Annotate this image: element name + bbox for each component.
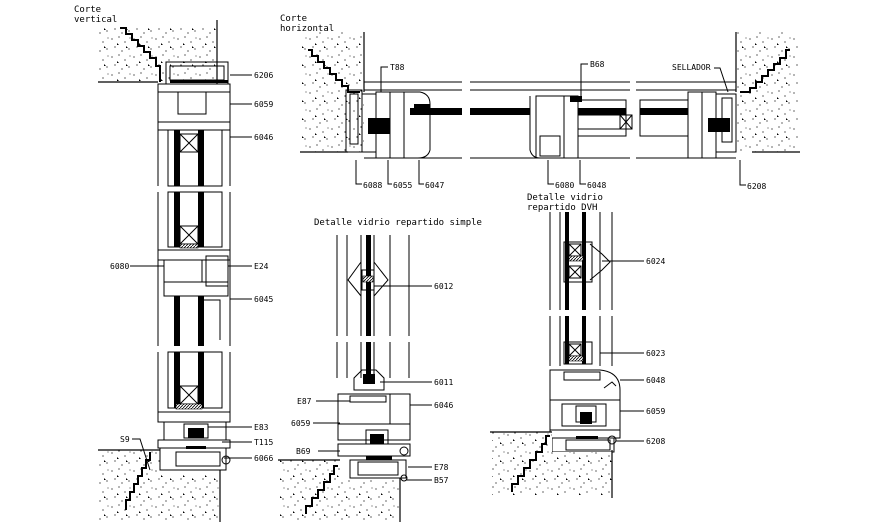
label-horizontal-6047: 6047	[425, 181, 444, 190]
label-horizontal-T88: T88	[390, 63, 405, 72]
meeting-rail	[157, 249, 231, 346]
label-simple-E78: E78	[434, 463, 449, 472]
concrete-wall-top	[98, 20, 218, 84]
label-horizontal-6048: 6048	[587, 181, 606, 190]
label-vertical-6080: 6080	[110, 262, 129, 271]
label-simple-B57: B57	[434, 476, 449, 485]
dvh-title-line1: Detalle vidrio	[527, 193, 603, 203]
label-horizontal-6055: 6055	[393, 181, 412, 190]
label-horizontal-B68: B68	[590, 60, 605, 69]
simple-title: Detalle vidrio repartido simple	[314, 218, 482, 228]
interlock-center	[529, 95, 633, 159]
glass-upper	[157, 129, 231, 187]
glass-horizontal	[364, 81, 736, 159]
concrete-wall-right	[735, 32, 800, 153]
section-simple: Detalle vidrio repartido simple	[278, 218, 482, 522]
label-simple-6011: 6011	[434, 378, 453, 387]
jamb-right	[639, 91, 737, 159]
glass-lower	[157, 296, 231, 412]
dvh-mullion	[549, 212, 613, 366]
label-dvh-6048: 6048	[646, 376, 665, 385]
label-vertical-6046: 6046	[254, 133, 273, 142]
horizontal-leaders	[355, 63, 746, 186]
label-vertical-6045: 6045	[254, 295, 273, 304]
simple-mullion-lines	[336, 235, 410, 378]
label-vertical-S9: S9	[120, 435, 130, 444]
label-dvh-6208: 6208	[646, 437, 665, 446]
label-vertical-E83: E83	[254, 423, 269, 432]
frame-sill	[157, 411, 231, 471]
label-vertical-6059: 6059	[254, 100, 273, 109]
vertical-leaders	[130, 74, 252, 471]
label-simple-6059: 6059	[291, 419, 310, 428]
label-simple-6046: 6046	[434, 401, 453, 410]
concrete-wall-bottom	[98, 449, 221, 522]
glass-upper-cont	[157, 191, 231, 250]
label-horizontal-sellador: SELLADOR	[672, 63, 711, 72]
section-horizontal: Corte horizontal	[280, 14, 800, 191]
vertical-title-line2: vertical	[74, 15, 117, 25]
simple-sill	[337, 369, 411, 482]
label-vertical-6066: 6066	[254, 454, 273, 463]
vertical-title-line1: Corte	[74, 5, 101, 15]
label-vertical-E24: E24	[254, 262, 269, 271]
frame-head	[157, 61, 231, 131]
dvh-title-line2: repartido DVH	[527, 203, 597, 213]
section-dvh: Detalle vidrio repartido DVH	[490, 193, 665, 498]
dvh-leaders	[600, 260, 644, 442]
label-horizontal-6080: 6080	[555, 181, 574, 190]
label-horizontal-6088: 6088	[363, 181, 382, 190]
label-simple-B69: B69	[296, 447, 311, 456]
label-vertical-T115: T115	[254, 438, 273, 447]
simple-wall	[278, 459, 401, 522]
label-dvh-6024: 6024	[646, 257, 665, 266]
label-dvh-6023: 6023	[646, 349, 665, 358]
label-dvh-6059: 6059	[646, 407, 665, 416]
simple-leaders	[313, 285, 432, 481]
concrete-wall-left	[300, 32, 365, 153]
label-simple-6012: 6012	[434, 282, 453, 291]
dvh-sill	[549, 369, 621, 453]
dvh-wall	[490, 431, 613, 498]
label-horizontal-6208: 6208	[747, 182, 766, 191]
label-vertical-6206: 6206	[254, 71, 273, 80]
section-vertical: Corte vertical	[74, 5, 273, 522]
label-simple-E87: E87	[297, 397, 312, 406]
horizontal-title-line1: Corte	[280, 14, 307, 24]
horizontal-title-line2: horizontal	[280, 24, 334, 34]
